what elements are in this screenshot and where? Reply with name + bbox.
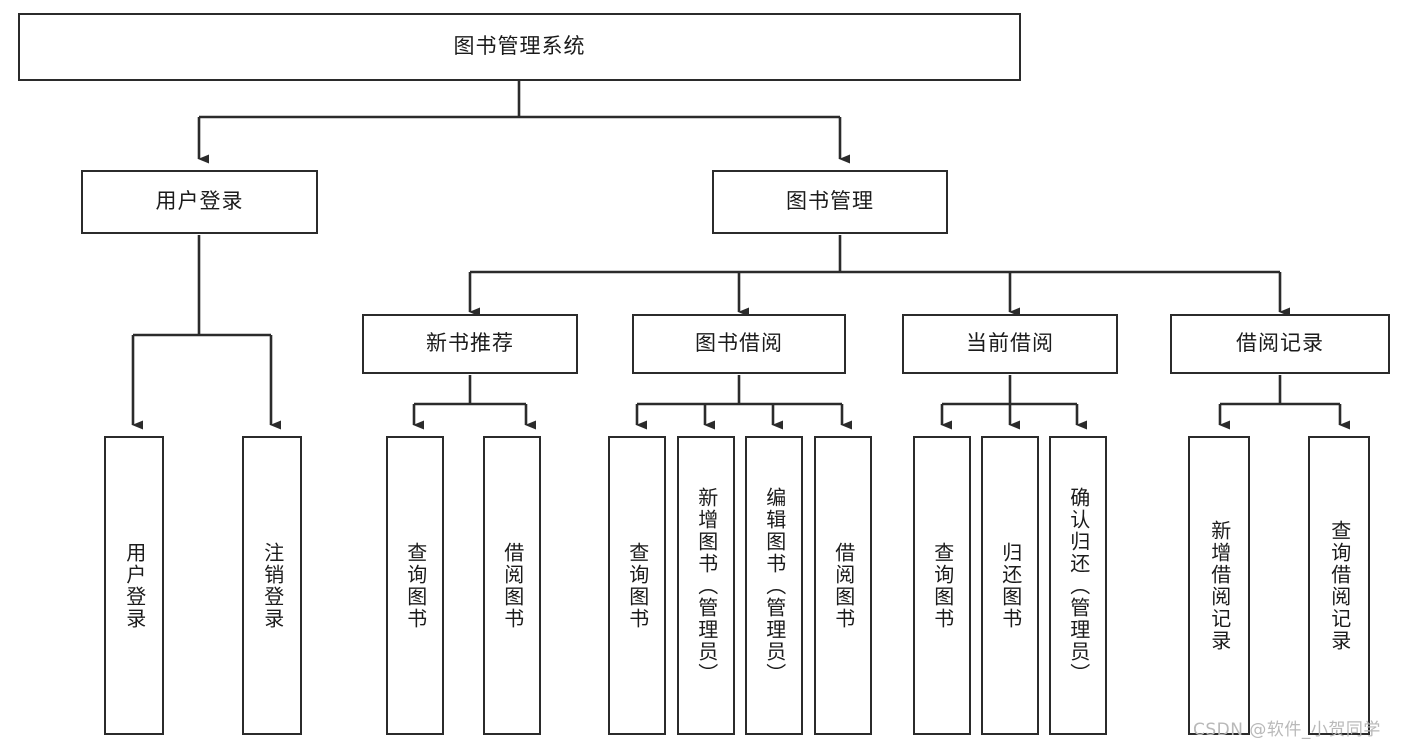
leaf-return-book-label: 归还图书 (998, 541, 1023, 630)
leaf-user-login[interactable]: 用户登录 (104, 436, 164, 735)
leaf-add-borrow-record-label: 新增借阅记录 (1207, 519, 1232, 652)
leaf-query-book-recommend[interactable]: 查询图书 (386, 436, 444, 735)
leaf-query-borrow-record[interactable]: 查询借阅记录 (1308, 436, 1370, 735)
leaf-add-borrow-record[interactable]: 新增借阅记录 (1188, 436, 1250, 735)
leaf-add-book-admin[interactable]: 新增图书（管理员） (677, 436, 735, 735)
node-current-borrow[interactable]: 当前借阅 (902, 314, 1118, 374)
leaf-query-book-label: 查询图书 (625, 541, 650, 630)
leaf-return-book[interactable]: 归还图书 (981, 436, 1039, 735)
leaf-confirm-return-admin-label: 确认归还（管理员） (1066, 486, 1091, 685)
node-book-management-label: 图书管理 (786, 189, 874, 214)
node-root[interactable]: 图书管理系统 (18, 13, 1021, 81)
leaf-confirm-return-admin[interactable]: 确认归还（管理员） (1049, 436, 1107, 735)
node-user-login[interactable]: 用户登录 (81, 170, 318, 234)
node-borrow-records[interactable]: 借阅记录 (1170, 314, 1390, 374)
node-borrow-records-label: 借阅记录 (1236, 331, 1324, 356)
node-new-book-recommend-label: 新书推荐 (426, 331, 514, 356)
leaf-logout-label: 注销登录 (260, 541, 285, 630)
node-user-login-label: 用户登录 (155, 189, 244, 214)
leaf-user-login-label: 用户登录 (122, 541, 147, 630)
leaf-borrow-book-label: 借阅图书 (831, 541, 856, 630)
node-root-label: 图书管理系统 (453, 34, 586, 59)
leaf-borrow-book-recommend-label: 借阅图书 (500, 541, 525, 630)
leaf-query-book-current-label: 查询图书 (930, 541, 955, 630)
leaf-query-book-recommend-label: 查询图书 (403, 541, 428, 630)
node-current-borrow-label: 当前借阅 (966, 331, 1054, 356)
leaf-query-book-current[interactable]: 查询图书 (913, 436, 971, 735)
watermark: CSDN @软件_小贺同学 (1193, 720, 1381, 740)
leaf-query-book[interactable]: 查询图书 (608, 436, 666, 735)
node-book-management[interactable]: 图书管理 (712, 170, 948, 234)
node-book-borrow[interactable]: 图书借阅 (632, 314, 846, 374)
node-book-borrow-label: 图书借阅 (695, 331, 783, 356)
leaf-borrow-book-recommend[interactable]: 借阅图书 (483, 436, 541, 735)
leaf-query-borrow-record-label: 查询借阅记录 (1327, 519, 1352, 652)
leaf-edit-book-admin-label: 编辑图书（管理员） (762, 486, 787, 685)
leaf-edit-book-admin[interactable]: 编辑图书（管理员） (745, 436, 803, 735)
leaf-borrow-book[interactable]: 借阅图书 (814, 436, 872, 735)
leaf-add-book-admin-label: 新增图书（管理员） (694, 486, 719, 685)
leaf-logout[interactable]: 注销登录 (242, 436, 302, 735)
node-new-book-recommend[interactable]: 新书推荐 (362, 314, 578, 374)
